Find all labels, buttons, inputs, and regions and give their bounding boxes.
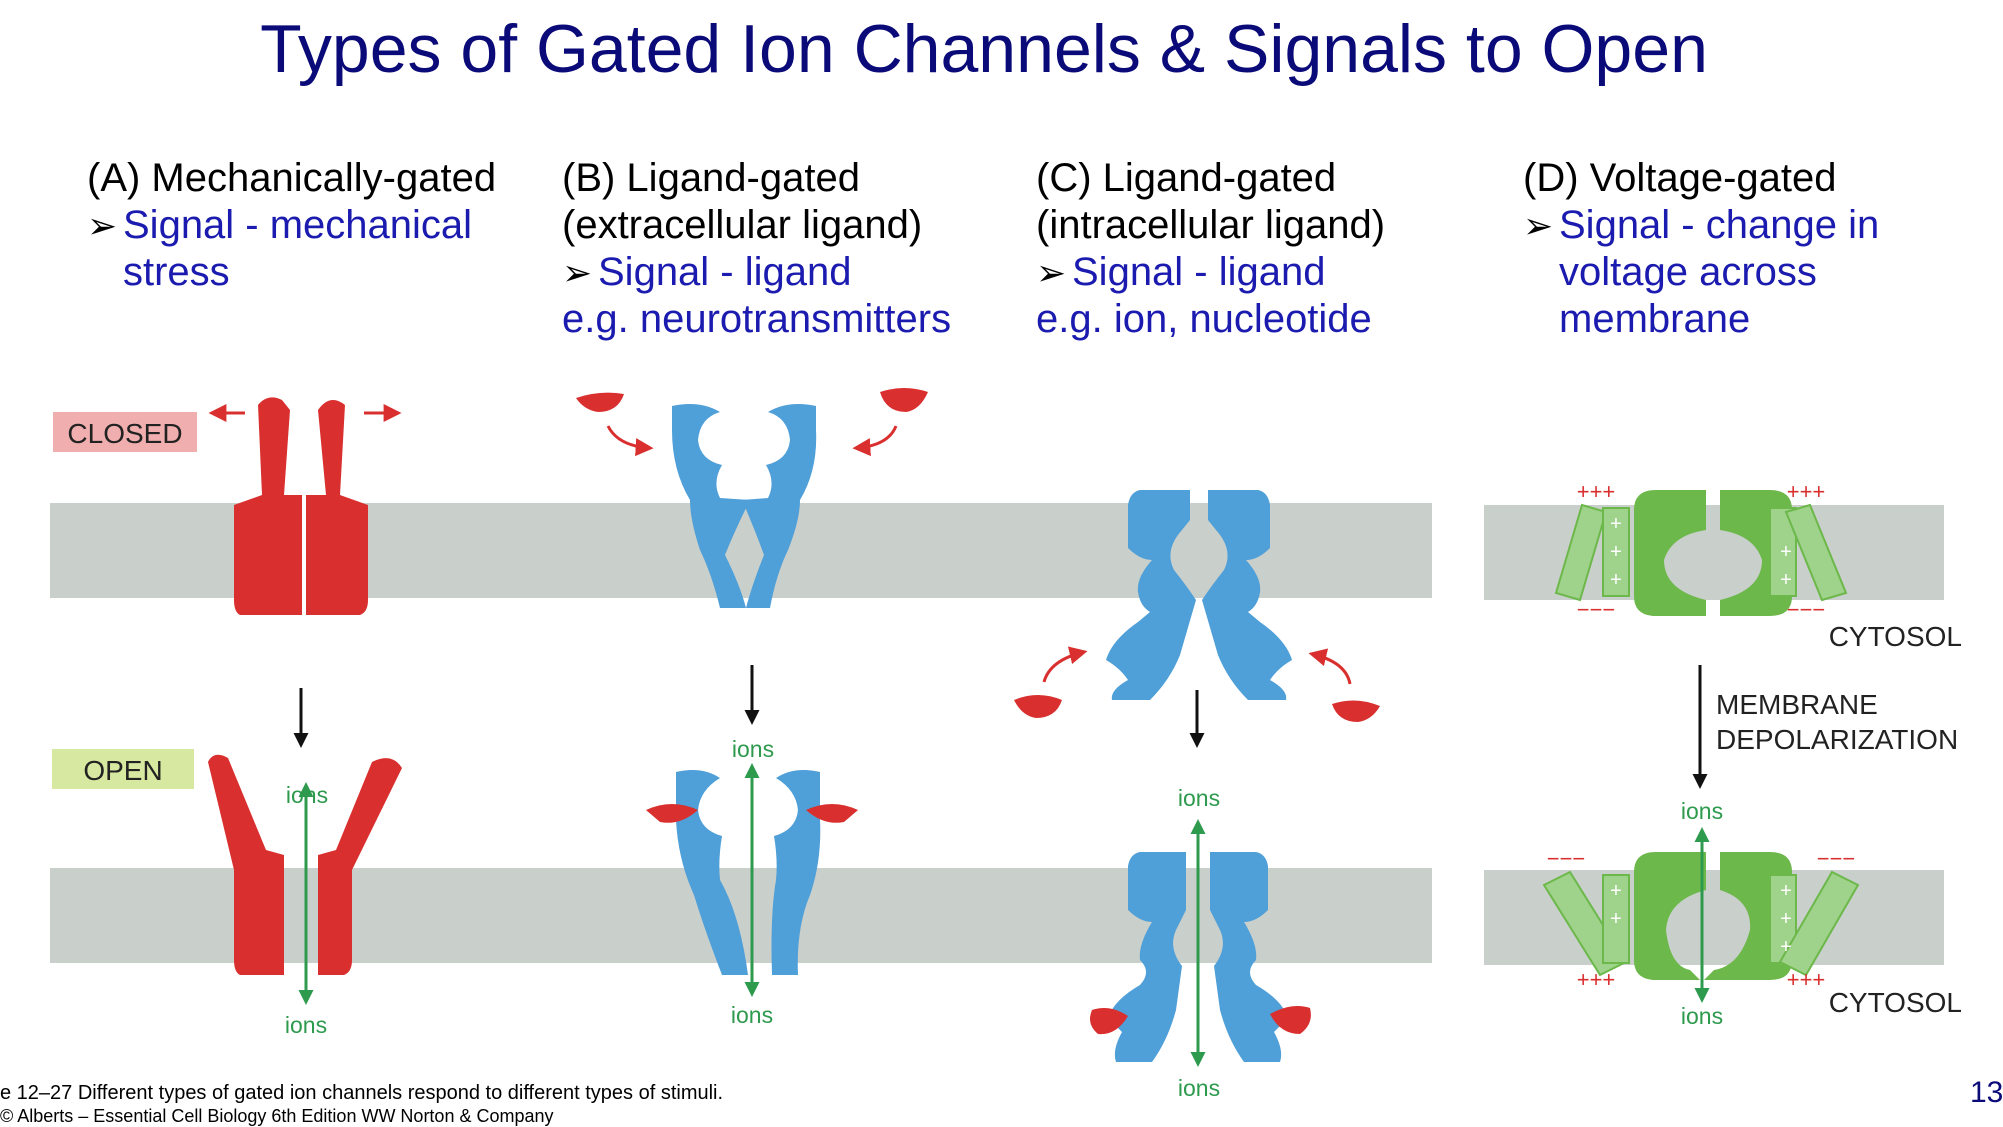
column-a-signal-line-2: stress (123, 250, 230, 294)
charge-minus-row: −−− (1547, 846, 1586, 871)
charge-plus: + (1780, 936, 1792, 958)
ions-label: ions (732, 736, 774, 762)
mechanical-channel-closed (234, 397, 368, 615)
ions-label: ions (731, 1002, 773, 1028)
charge-plus: + (1610, 541, 1622, 563)
ligand-binding-arrow-right (852, 425, 898, 457)
column-c-example: e.g. ion, nucleotide (1036, 297, 1372, 341)
ions-label: ions (1681, 1003, 1723, 1029)
charge-minus-row: −−− (1817, 846, 1856, 871)
ligand-icon (1014, 695, 1380, 722)
figure-caption: e 12–27 Different types of gated ion cha… (0, 1082, 724, 1104)
ligand-binding-arrow-left (1042, 646, 1088, 683)
column-b-signal: ➢ Signal - ligand (562, 249, 951, 296)
column-a-signal: ➢ Signal - mechanical stress (87, 202, 496, 296)
column-b-signal-line-1: Signal - ligand (598, 250, 852, 294)
column-d-header: (D) Voltage-gated (1523, 156, 1837, 200)
open-label: OPEN (83, 755, 162, 786)
charge-plus-row: +++ (1787, 967, 1826, 992)
column-d-signal-line-1: Signal - change in (1559, 203, 1880, 247)
ions-label: ions (1178, 1075, 1220, 1101)
page-title: Types of Gated Ion Channels & Signals to… (260, 11, 1708, 87)
cytosol-label: CYTOSOL (1829, 987, 1962, 1018)
charge-plus: + (1610, 569, 1622, 591)
membrane-closed-d (1484, 505, 1944, 600)
ligand-binding-arrow-left (606, 425, 654, 457)
mechanical-channel-open (208, 754, 402, 975)
charge-minus-row: −−− (1787, 597, 1826, 622)
voltage-channel-closed (1554, 490, 1848, 616)
depolarization-label-line-1: MEMBRANE (1716, 689, 1878, 720)
depolarization-label-line-2: DEPOLARIZATION (1716, 724, 1958, 755)
column-d-signal: ➢ Signal - change in voltage across memb… (1523, 202, 1879, 343)
column-c-header-line-1: (C) Ligand-gated (1036, 156, 1337, 200)
charge-plus: + (1780, 880, 1792, 902)
bullet-arrow-icon: ➢ (1036, 252, 1067, 293)
closed-badge (53, 412, 197, 452)
ligand-icon (576, 388, 928, 412)
cytosol-label: CYTOSOL (1829, 621, 1962, 652)
column-c-signal: ➢ Signal - ligand (1036, 249, 1385, 296)
charge-plus: + (1610, 880, 1622, 902)
bullet-arrow-icon: ➢ (87, 205, 118, 246)
charge-plus: + (1610, 513, 1622, 535)
ions-label: ions (285, 1012, 327, 1038)
ligand-channel-c-closed (1106, 490, 1292, 700)
ligand-channel-b-closed (672, 404, 817, 608)
ligand-channel-b-open (676, 770, 821, 975)
column-voltage: (D) Voltage-gated ➢ Signal - change in v… (1523, 155, 1879, 343)
ions-label: ions (1681, 798, 1723, 824)
closed-label: CLOSED (67, 418, 182, 449)
bullet-arrow-icon: ➢ (562, 252, 593, 293)
column-ligand-extracellular: (B) Ligand-gated (extracellular ligand) … (562, 155, 951, 343)
column-a-header: (A) Mechanically-gated (87, 156, 497, 200)
charge-plus: + (1610, 908, 1622, 930)
charge-plus: + (1780, 908, 1792, 930)
column-b-header-line-1: (B) Ligand-gated (562, 156, 860, 200)
page-number: 13 (1970, 1076, 2003, 1109)
column-b-header-line-2: (extracellular ligand) (562, 203, 923, 247)
column-ligand-intracellular: (C) Ligand-gated (intracellular ligand) … (1036, 155, 1385, 343)
voltage-channel-open (1542, 852, 1860, 980)
column-c-signal-line-1: Signal - ligand (1072, 250, 1326, 294)
charge-plus-row: +++ (1787, 479, 1826, 504)
column-d-signal-line-2: voltage across (1559, 250, 1817, 294)
open-badge (52, 749, 194, 789)
charge-plus: + (1780, 541, 1792, 563)
bullet-arrow-icon: ➢ (1523, 205, 1554, 246)
ligand-icon (646, 804, 858, 823)
charge-plus-row: +++ (1577, 479, 1616, 504)
column-a-signal-line-1: Signal - mechanical (123, 203, 473, 247)
column-c-header-line-2: (intracellular ligand) (1036, 203, 1386, 247)
column-mechanical: (A) Mechanically-gated ➢ Signal - mechan… (87, 155, 496, 296)
ions-label: ions (1178, 785, 1220, 811)
column-b-example: e.g. neurotransmitters (562, 297, 952, 341)
charge-plus: + (1780, 569, 1792, 591)
column-d-signal-line-3: membrane (1559, 297, 1751, 341)
figure-credit: © Alberts – Essential Cell Biology 6th E… (0, 1106, 554, 1126)
charge-minus-row: −−− (1577, 597, 1616, 622)
ligand-binding-arrow-right (1308, 648, 1352, 685)
ions-label: ions (286, 782, 328, 808)
ligand-icon (1090, 1006, 1311, 1035)
charge-plus-row: +++ (1577, 967, 1616, 992)
ligand-channel-c-open (1108, 852, 1288, 1062)
